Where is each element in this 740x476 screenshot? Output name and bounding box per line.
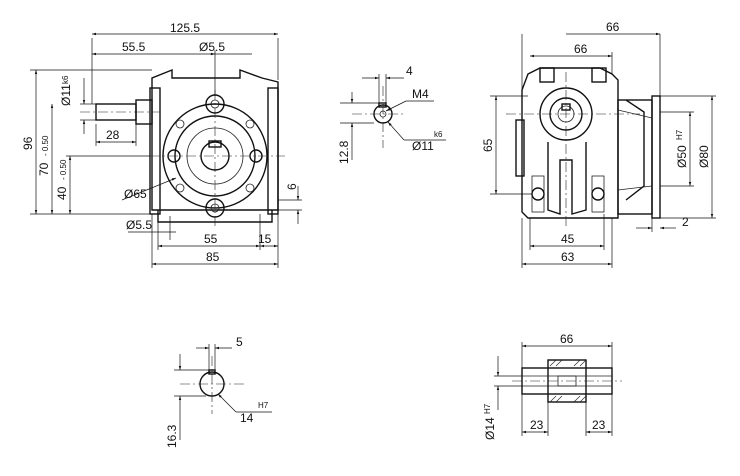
dim-hollow-dia: Ø14 (483, 417, 497, 440)
dim-base-55: 55 (204, 232, 218, 246)
side-dimensions: 66 66 65 Ø50 H7 Ø80 2 45 63 (481, 20, 716, 268)
dim-key-height: 12.8 (337, 140, 351, 164)
dim-thread: M4 (412, 87, 429, 101)
dim-55-5: 55.5 (122, 40, 146, 54)
dim-side-2: 2 (682, 215, 689, 229)
dim-bore-dia: 14 (240, 411, 254, 425)
dim-side-bore-tol: H7 (675, 129, 684, 140)
dim-height-40-tol: - 0.50 (59, 159, 68, 180)
dim-bore-key-width: 5 (236, 335, 243, 349)
dim-bore-key-depth: 16.3 (165, 424, 179, 448)
dim-height-70: 70 (37, 162, 51, 176)
dim-hollow-seg-right: 23 (592, 418, 606, 432)
dim-side-flange: Ø80 (697, 145, 711, 168)
dim-shaft-dia: Ø11 (59, 84, 73, 106)
dim-height-70-tol: - 0.50 (41, 135, 50, 156)
front-dimensions: 125.5 55.5 Ø5.5 Ø11 k6 96 70 - 0.50 40 -… (21, 21, 302, 268)
bore-detail: 5 16.3 14 H7 (165, 335, 272, 448)
dim-height-96: 96 (21, 136, 35, 150)
dim-shaft-tol: k6 (61, 75, 70, 84)
dim-hollow-dia-tol: H7 (483, 403, 492, 414)
hollow-shaft-section (512, 359, 622, 403)
dim-side-6: 6 (285, 183, 299, 190)
front-view (80, 68, 285, 226)
section-hatch (549, 359, 587, 403)
shaft-end-detail: 4 M4 12.8 Ø11 k6 (337, 64, 446, 164)
dim-125-5: 125.5 (170, 21, 200, 35)
dim-side-65: 65 (481, 138, 495, 152)
dim-shaft-length: 28 (106, 128, 120, 142)
dim-pcd: Ø65 (124, 187, 147, 201)
dim-shaft-end-dia: Ø11 (412, 139, 434, 153)
dim-shaft-end-tol: k6 (434, 130, 443, 139)
side-view (506, 67, 661, 228)
dim-side-63: 63 (561, 250, 575, 264)
dim-side-bore: Ø50 (675, 145, 689, 168)
dim-bore-dia-tol: H7 (258, 401, 269, 410)
dim-side-66-outer: 66 (606, 20, 620, 34)
dim-side-45: 45 (561, 232, 575, 246)
dim-hole-bottom: Ø5.5 (126, 218, 152, 232)
dim-hole-top: Ø5.5 (199, 40, 225, 54)
dim-side-66-inner: 66 (574, 42, 588, 56)
dim-height-40: 40 (55, 186, 69, 200)
dim-hollow-seg-left: 23 (530, 418, 544, 432)
dim-hollow-length: 66 (560, 332, 574, 346)
hollow-dimensions: 66 Ø14 H7 23 23 (483, 332, 613, 440)
dim-base-15: 15 (258, 232, 272, 246)
dim-key-width: 4 (406, 64, 413, 78)
dim-base-85: 85 (206, 250, 220, 264)
